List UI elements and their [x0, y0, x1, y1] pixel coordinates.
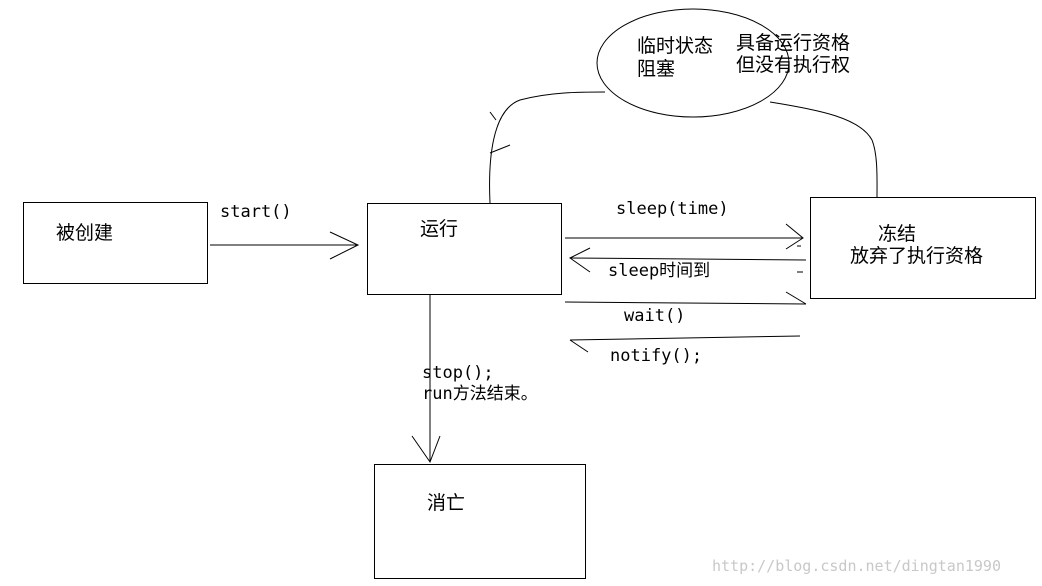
- blocked-note-line2: 但没有执行权: [736, 54, 851, 76]
- running-to-blocked-curve: [489, 91, 606, 204]
- running-state-box: [367, 203, 562, 295]
- notify-arrow-line: [569, 335, 801, 341]
- frozen-state-title: 冻结: [878, 223, 917, 245]
- run-end-label: run方法结束。: [422, 384, 538, 404]
- wait-label: wait(): [624, 306, 686, 326]
- frozen-state-box: [810, 197, 1036, 299]
- wait-arrow-line: [564, 301, 807, 305]
- frozen-state-desc: 放弃了执行资格: [850, 245, 984, 267]
- wait-arrow-head: [785, 291, 807, 305]
- dead-state-label: 消亡: [427, 492, 466, 514]
- notify-label: notify();: [610, 346, 703, 366]
- blocked-state-line1: 临时状态: [637, 35, 714, 57]
- running-state-label: 运行: [420, 218, 459, 240]
- start-arrow-head: [329, 231, 360, 260]
- stop-label: stop();: [422, 363, 494, 383]
- notify-arrow-head: [569, 339, 589, 353]
- blocked-note-line1: 具备运行资格: [736, 32, 851, 54]
- blocked-state-line2: 阻塞: [637, 58, 676, 80]
- created-state-label: 被创建: [56, 222, 114, 244]
- sleep-end-arrow-head: [569, 247, 591, 273]
- dead-state-box: [374, 464, 586, 579]
- sleep-end-arrow-line: [569, 257, 807, 261]
- blocked-to-frozen-curve: [769, 101, 878, 198]
- start-label: start(): [220, 202, 292, 222]
- blocked-state-ellipse: [596, 8, 790, 118]
- created-state-box: [23, 202, 208, 284]
- sleep-label: sleep(time): [616, 199, 729, 219]
- sleep-end-label: sleep时间到: [608, 261, 711, 281]
- stop-arrow-head: [411, 435, 441, 464]
- curve-arrow-tick-2: [489, 144, 511, 154]
- watermark: http://blog.csdn.net/dingtan1990: [712, 557, 1001, 575]
- sleep-arrow-head: [785, 223, 804, 250]
- curve-arrow-tick-1: [489, 111, 497, 121]
